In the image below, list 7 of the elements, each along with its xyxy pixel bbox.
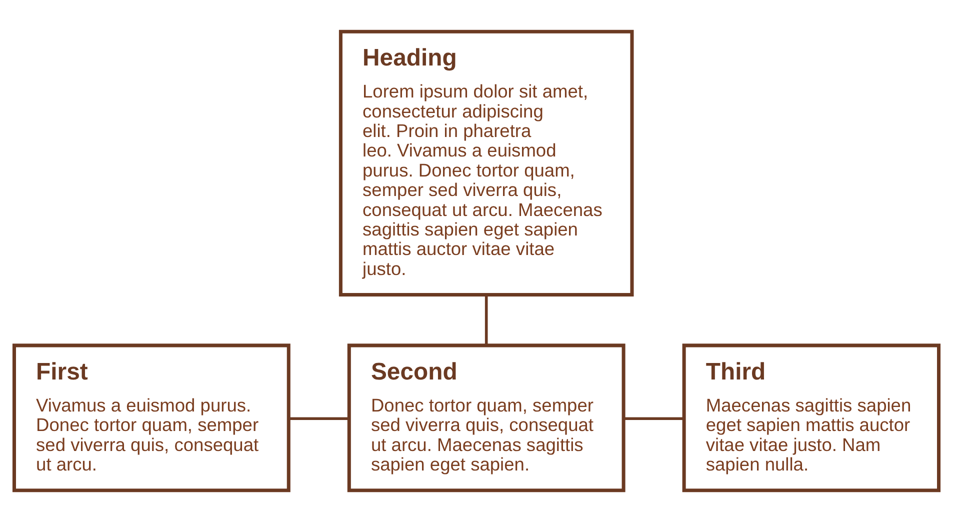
node-box: Second Donec tortor quam, semper sed viverra quis, consequat ut arcu. Maecenas sagittis sapien eget sapien. [347,343,626,492]
node-box: First Vivamus a euismod purus. Donec tortor quam, semper sed viverra quis, consequat ut arcu. [12,343,290,492]
node-box: Third Maecenas sagittis sapien eget sapien mattis auctor vitae vitae justo. Nam sapien nulla. [682,343,941,492]
connector [289,416,349,420]
connector [624,416,684,420]
connector [484,294,488,345]
node-box: Heading Lorem ipsum dolor sit amet, consectetur adipiscing elit. Proin in pharetra leo. Vivamus a euismod purus. Donec tortor quam, semper sed viverra quis, consequat ut arcu. Maecenas sagittis sapien eget sapien mattis auctor vitae vitae justo. [338,29,634,296]
